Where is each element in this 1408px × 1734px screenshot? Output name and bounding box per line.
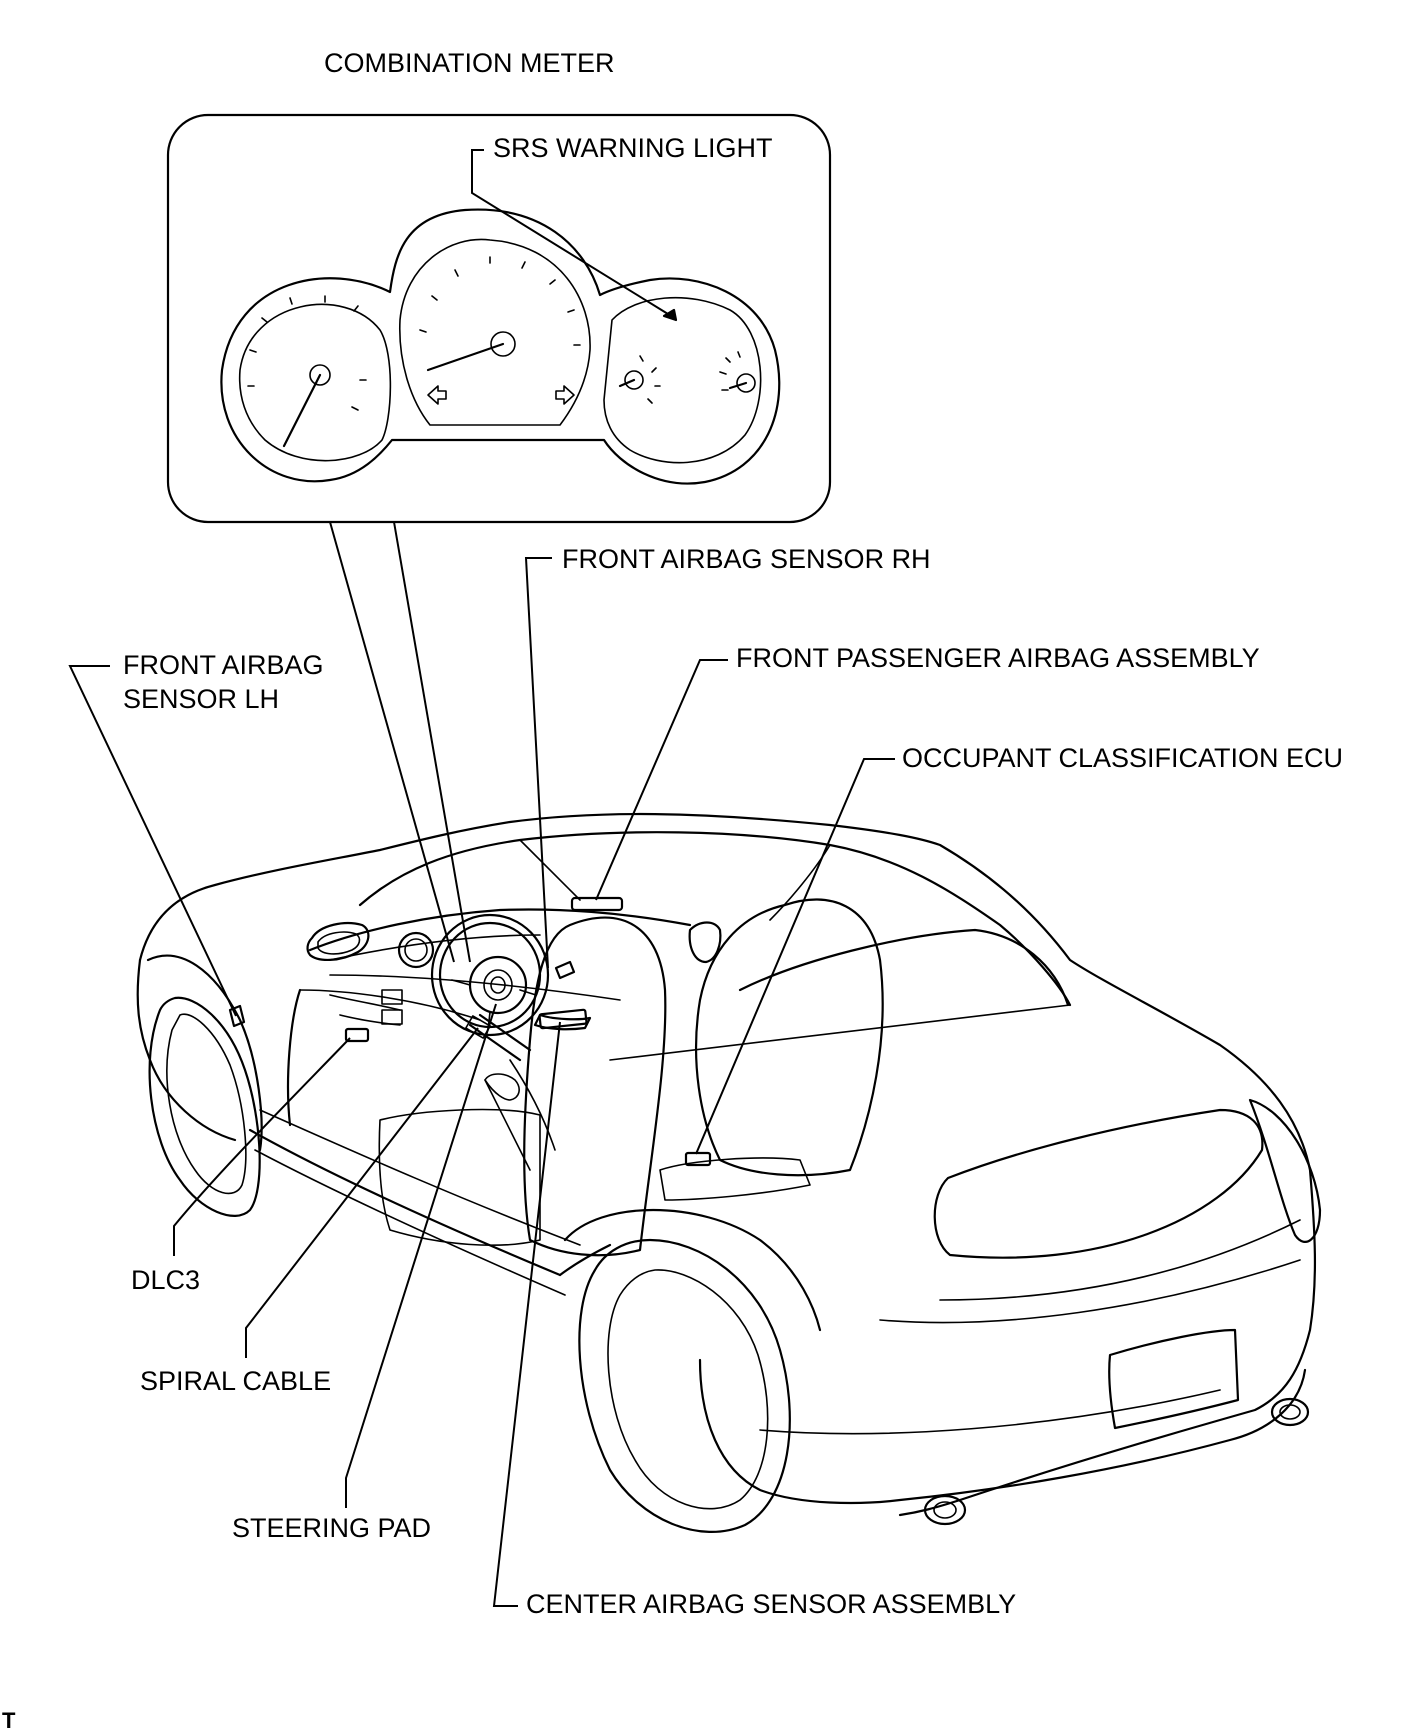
front-airbag-sensor-rh-component bbox=[554, 960, 576, 980]
tail-lamp bbox=[1248, 1098, 1322, 1243]
leader-occupant-classification-ecu bbox=[695, 758, 895, 1155]
right-gauges bbox=[618, 308, 756, 404]
turn-right-arrow-icon bbox=[555, 385, 575, 405]
front-wheel bbox=[146, 954, 263, 1217]
passenger-seat bbox=[695, 898, 884, 1177]
left-side-mirror bbox=[306, 921, 370, 961]
leader-dlc3 bbox=[173, 1037, 351, 1256]
leader-front-airbag-sensor-lh bbox=[68, 665, 237, 1017]
rear-bumper bbox=[698, 1358, 1307, 1505]
label-srs-warning-light: SRS WARNING LIGHT bbox=[493, 133, 773, 163]
label-front-airbag-sensor-lh-line2: SENSOR LH bbox=[123, 684, 279, 714]
leader-inset-right bbox=[393, 521, 471, 963]
driver-seat bbox=[523, 916, 667, 1257]
rear-window-edge bbox=[738, 928, 1070, 1007]
license-plate-recess bbox=[1108, 1328, 1240, 1430]
leader-spiral-cable bbox=[245, 1027, 479, 1358]
door-outline bbox=[286, 988, 302, 1127]
dashboard bbox=[308, 908, 692, 952]
car-body-outline bbox=[138, 812, 1317, 1517]
left-gauge bbox=[247, 295, 367, 448]
side-sill bbox=[248, 1128, 562, 1277]
inset-frame bbox=[166, 113, 832, 524]
label-center-airbag-sensor-assembly: CENTER AIRBAG SENSOR ASSEMBLY bbox=[526, 1589, 1016, 1619]
windshield-frame bbox=[358, 831, 1072, 1007]
occupant-classification-ecu-component bbox=[684, 1151, 712, 1167]
label-dlc3: DLC3 bbox=[131, 1265, 200, 1295]
front-airbag-sensor-lh-component bbox=[228, 1004, 246, 1028]
leader-front-airbag-sensor-rh bbox=[524, 557, 552, 969]
meter-cluster-outline bbox=[220, 208, 781, 485]
exhaust-tip-left bbox=[923, 1494, 967, 1526]
srs-warning-light-icon bbox=[662, 308, 678, 322]
steering-wheel bbox=[430, 913, 550, 1037]
center-airbag-sensor-component bbox=[538, 1008, 588, 1030]
corner-mark: T bbox=[2, 1708, 16, 1733]
trunk-deck bbox=[933, 1108, 1264, 1259]
label-front-airbag-sensor-lh-line1: FRONT AIRBAG bbox=[123, 650, 324, 680]
cluster-gauge-left bbox=[397, 931, 435, 969]
vehicle-illustration bbox=[136, 812, 1322, 1533]
label-combination-meter: COMBINATION METER bbox=[324, 48, 615, 78]
exhaust-tip-right bbox=[1270, 1397, 1310, 1427]
rear-wheel bbox=[563, 1208, 822, 1533]
leader-front-passenger-airbag bbox=[595, 659, 728, 901]
center-gauge bbox=[419, 256, 581, 405]
right-side-mirror bbox=[688, 921, 722, 964]
leader-steering-pad bbox=[345, 1003, 497, 1508]
steering-column bbox=[468, 1013, 532, 1062]
leader-center-airbag-sensor bbox=[492, 1021, 561, 1607]
label-spiral-cable: SPIRAL CABLE bbox=[140, 1366, 331, 1396]
label-occupant-classification-ecu: OCCUPANT CLASSIFICATION ECU bbox=[902, 743, 1343, 773]
leader-inset-left bbox=[329, 521, 455, 963]
label-front-airbag-sensor-rh: FRONT AIRBAG SENSOR RH bbox=[562, 544, 931, 574]
dlc3-component bbox=[344, 1027, 370, 1043]
leader-srs-warning-light bbox=[471, 149, 669, 315]
label-steering-pad: STEERING PAD bbox=[232, 1513, 431, 1543]
combination-meter-inset bbox=[166, 113, 832, 524]
label-front-passenger-airbag-assembly: FRONT PASSENGER AIRBAG ASSEMBLY bbox=[736, 643, 1260, 673]
turn-left-arrow-icon bbox=[427, 385, 447, 405]
